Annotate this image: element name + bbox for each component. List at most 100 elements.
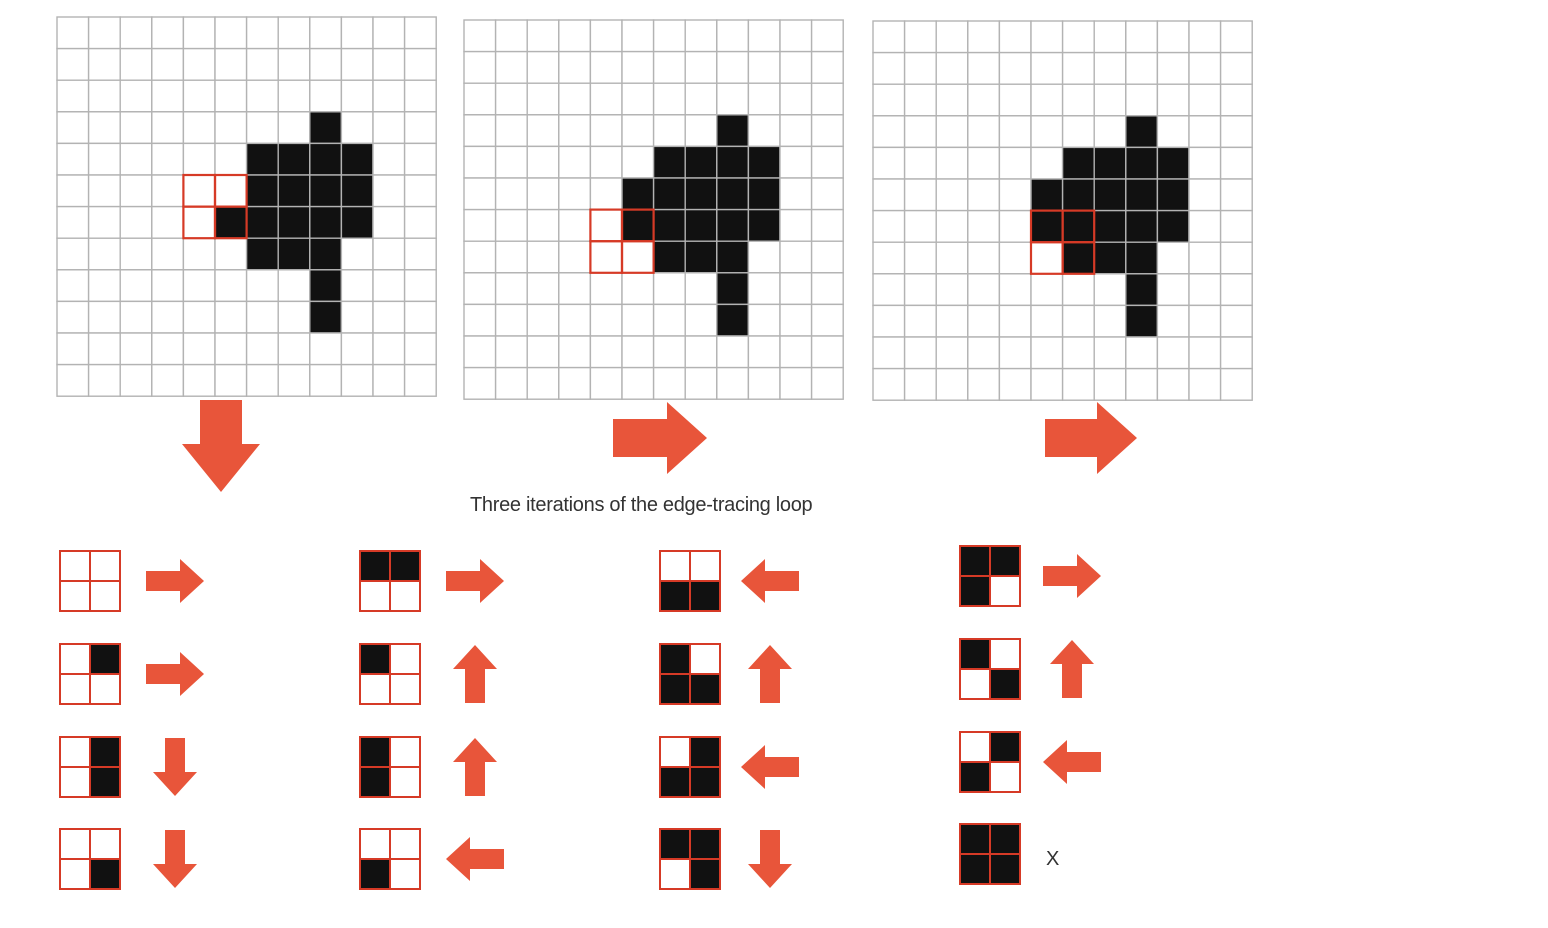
grid-cell [967, 209, 1001, 243]
grid-cell [526, 50, 560, 84]
case-filled-cell [689, 766, 721, 798]
grid-cell [1030, 146, 1064, 180]
grid-cell [747, 50, 781, 84]
grid-cell [558, 177, 592, 211]
filled-cell [214, 205, 248, 239]
grid-cell [151, 142, 185, 176]
grid-cell [1125, 367, 1159, 401]
grid-cell [903, 146, 937, 180]
grid-cell [1219, 146, 1253, 180]
grid-cell [277, 111, 311, 145]
right-arrow-icon [613, 402, 707, 474]
case-empty-cell [89, 673, 121, 705]
grid-cell [903, 178, 937, 212]
grid-cell [684, 19, 718, 53]
grid-cell [372, 237, 406, 271]
case-filled-cell [689, 580, 721, 612]
end-mark: X [1046, 848, 1060, 870]
case-filled-cell [989, 823, 1021, 855]
grid-cell [779, 240, 813, 274]
filled-cell [277, 205, 311, 239]
grid-cell [372, 332, 406, 366]
case-empty-cell [989, 575, 1021, 607]
filled-cell [1125, 273, 1159, 307]
filled-cell [309, 142, 343, 176]
down-arrow-icon [748, 830, 792, 888]
grid-cell [589, 177, 623, 211]
grid-cell [935, 304, 969, 338]
filled-cell [1093, 146, 1127, 180]
grid-cell [403, 363, 437, 397]
case-filled-cell [659, 828, 691, 860]
grid-cell [494, 50, 528, 84]
grid-cell [87, 16, 121, 50]
grid-cell [621, 303, 655, 337]
grid-cell [340, 269, 374, 303]
grid-cell [1219, 304, 1253, 338]
case-filled-cell [659, 580, 691, 612]
grid-cell [245, 16, 279, 50]
case-filled-cell [659, 643, 691, 675]
grid-cell [1125, 336, 1159, 370]
filled-cell [1030, 209, 1064, 243]
grid-cell [526, 208, 560, 242]
filled-cell [309, 237, 343, 271]
grid-cell [779, 50, 813, 84]
grid-cell [403, 79, 437, 113]
grid-cell [463, 114, 497, 148]
grid-cell [967, 51, 1001, 85]
filled-cell [309, 300, 343, 334]
grid-cell [245, 300, 279, 334]
grid-cell [779, 208, 813, 242]
grid-cell [621, 335, 655, 369]
grid-cell [372, 111, 406, 145]
grid-cell [935, 367, 969, 401]
grid-cell [1093, 20, 1127, 54]
case-empty-cell [389, 580, 421, 612]
case-filled-cell [689, 736, 721, 768]
case-empty-cell [389, 828, 421, 860]
grid-cell [340, 332, 374, 366]
grid-cell [526, 177, 560, 211]
grid-cell [494, 366, 528, 400]
grid-cell [119, 79, 153, 113]
grid-cell [872, 83, 906, 117]
case-filled-cell [689, 858, 721, 890]
grid-cell [119, 142, 153, 176]
grid-cell [526, 335, 560, 369]
grid-cell [747, 272, 781, 306]
grid-cell [182, 174, 216, 208]
case-empty-cell [989, 761, 1021, 793]
grid-cell [56, 111, 90, 145]
grid-cell [494, 272, 528, 306]
grid-cell [967, 336, 1001, 370]
grid-cell [119, 205, 153, 239]
case-2x2-pattern [359, 550, 421, 612]
grid-cell [998, 209, 1032, 243]
grid-cell [87, 79, 121, 113]
case-2x2-pattern [659, 550, 721, 612]
grid-cell [558, 335, 592, 369]
grid-cell [151, 300, 185, 334]
grid-cell [652, 366, 686, 400]
down-arrow-icon [153, 738, 197, 796]
grid-cell [463, 50, 497, 84]
diagram-caption: Three iterations of the edge-tracing loo… [470, 494, 813, 516]
case-empty-cell [689, 643, 721, 675]
right-arrow-icon [146, 559, 204, 603]
iteration-1-grid [56, 16, 437, 397]
right-arrow-icon [446, 559, 504, 603]
filled-cell [716, 272, 750, 306]
case-filled-cell [359, 736, 391, 768]
grid-cell [935, 178, 969, 212]
grid-cell [779, 335, 813, 369]
grid-cell [935, 209, 969, 243]
grid-cell [182, 205, 216, 239]
grid-cell [716, 366, 750, 400]
grid-cell [151, 205, 185, 239]
grid-cell [1156, 336, 1190, 370]
filled-cell [652, 240, 686, 274]
grid-cell [998, 304, 1032, 338]
grid-cell [1188, 20, 1222, 54]
grid-cell [494, 208, 528, 242]
